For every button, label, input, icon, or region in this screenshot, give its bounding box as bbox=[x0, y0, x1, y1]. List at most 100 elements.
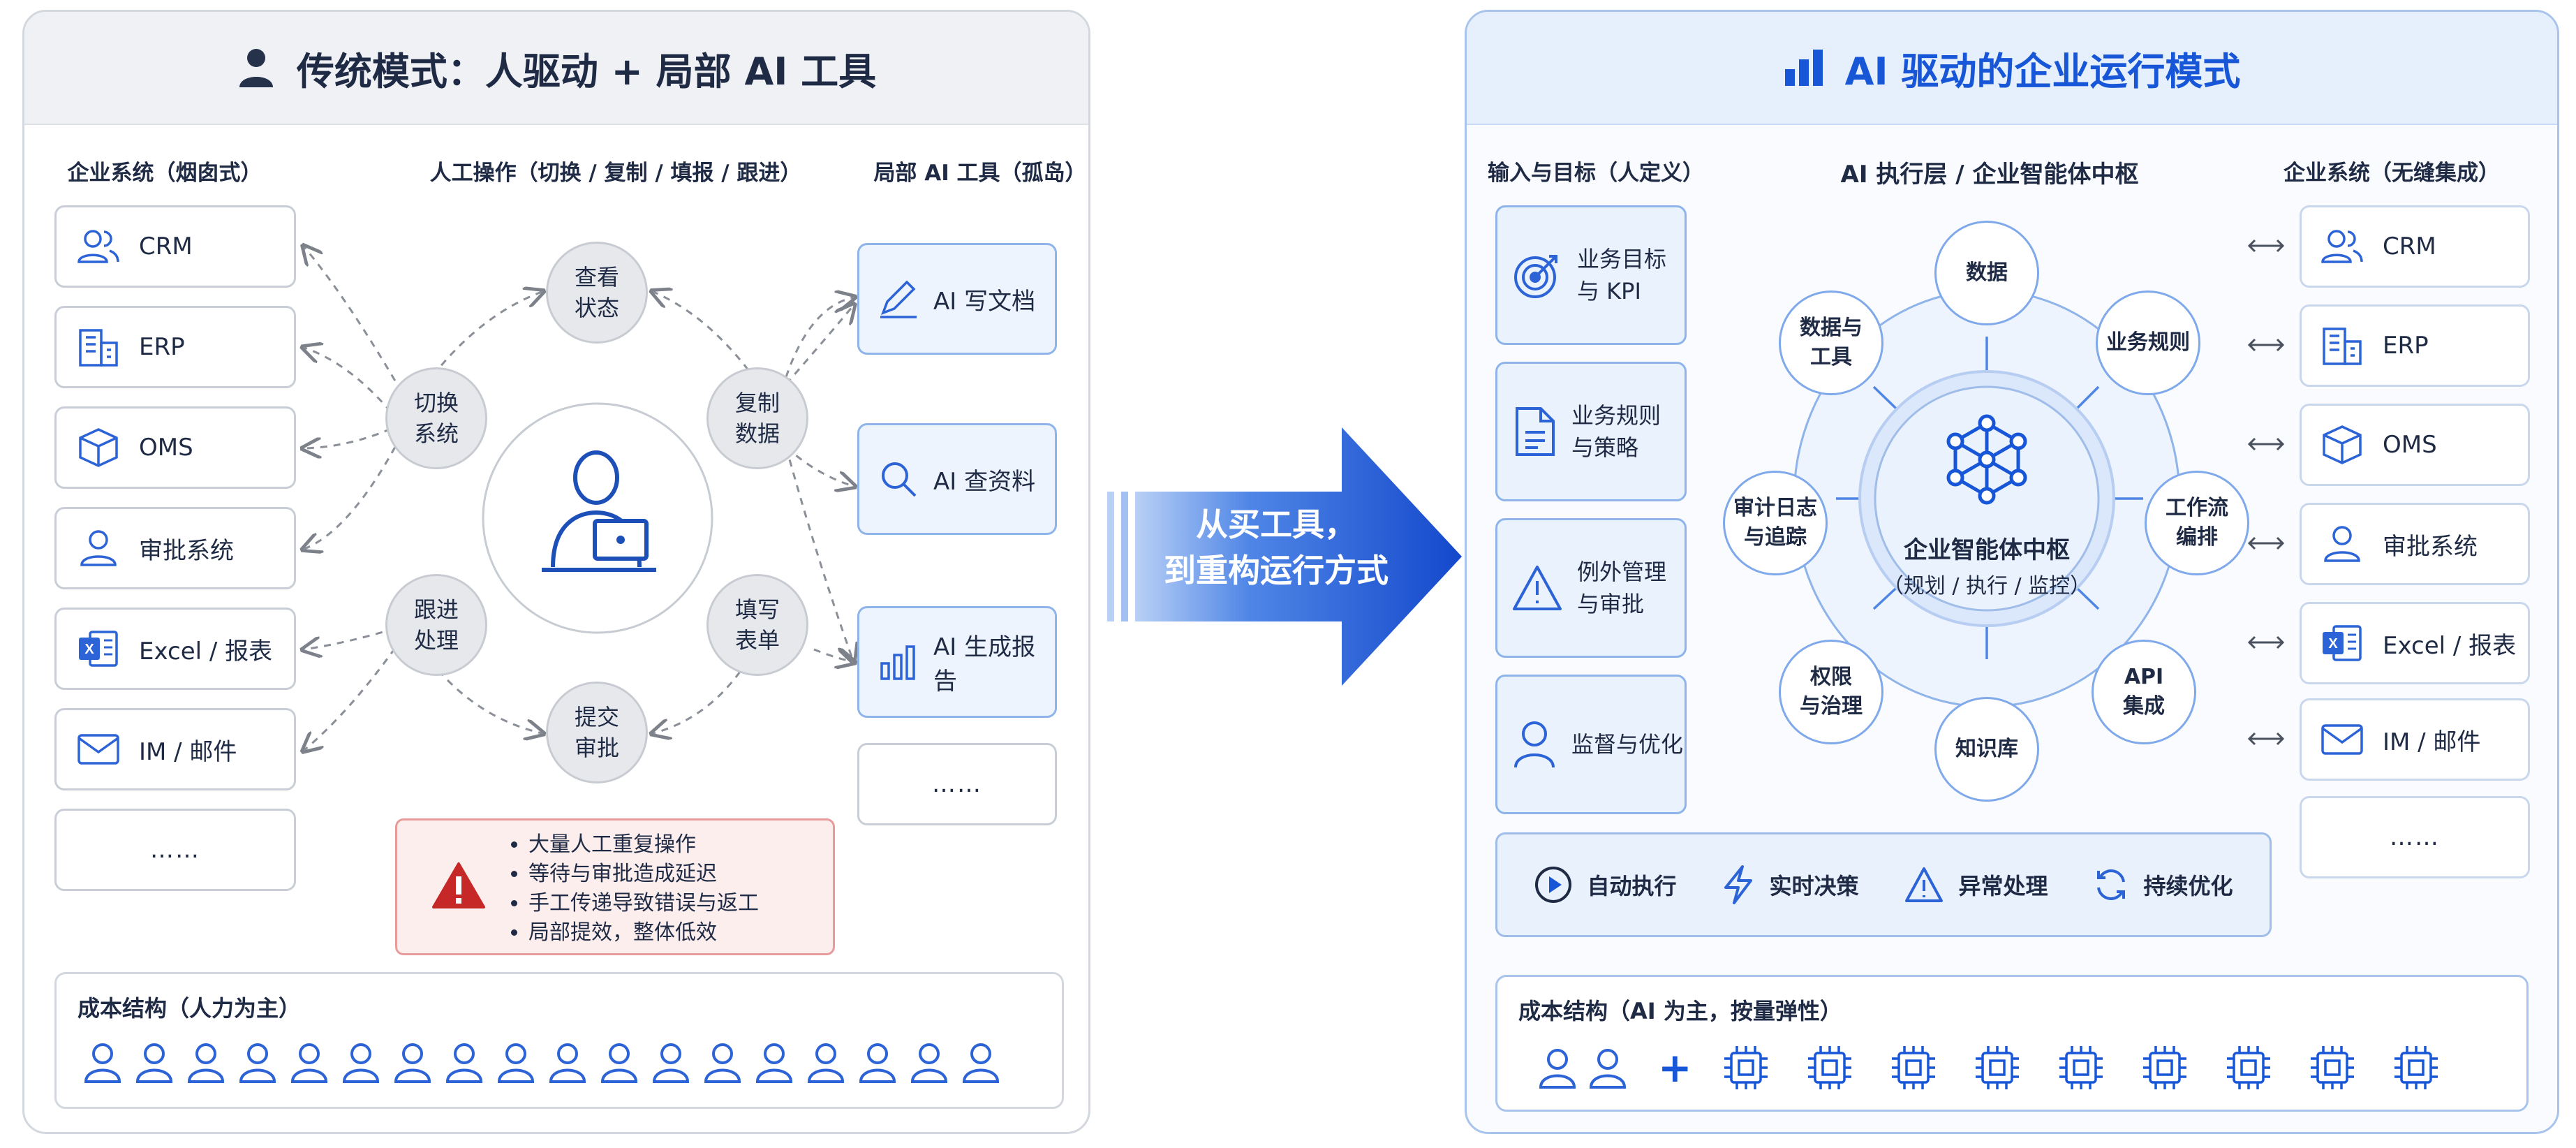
person-icon bbox=[600, 1043, 638, 1083]
op-label: 提交 审批 bbox=[574, 704, 619, 761]
tool-label: AI 写文档 bbox=[933, 287, 1036, 316]
node-label: 数据 bbox=[1966, 260, 2008, 285]
tool-card-more: …… bbox=[857, 743, 1057, 825]
node-permission-governance: 权限 与治理 bbox=[1779, 640, 1883, 744]
capabilities-bar: 自动执行 实时决策 异常处理 持续优化 bbox=[1495, 832, 2272, 937]
tool-card-search: AI 查资料 bbox=[857, 423, 1057, 535]
excel-icon: X bbox=[2323, 625, 2362, 661]
ai-layer-column-header: AI 执行层 / 企业智能体中枢 bbox=[1840, 161, 2139, 189]
problem-item: 等待与审批造成延迟 bbox=[528, 860, 759, 889]
ai-mode-header: AI 驱动的企业运行模式 bbox=[1467, 12, 2557, 125]
manual-connections bbox=[0, 0, 1117, 1148]
chip-icon bbox=[2394, 1046, 2438, 1089]
users-icon bbox=[77, 230, 119, 263]
person-icon bbox=[497, 1043, 535, 1083]
chip-icon bbox=[2142, 1046, 2186, 1089]
tool-card-report: AI 生成报告 bbox=[857, 606, 1057, 718]
traditional-mode-title: 传统模式：人驱动 + 局部 AI 工具 bbox=[296, 49, 877, 94]
system-label: OMS bbox=[2383, 431, 2437, 459]
feature-realtime-decision: 实时决策 bbox=[1722, 864, 1859, 906]
mail-icon bbox=[77, 734, 119, 765]
input-card-supervision: 监督与优化 bbox=[1495, 675, 1687, 814]
system-card-excel: X Excel / 报表 bbox=[54, 608, 296, 690]
op-label: 跟进 处理 bbox=[413, 596, 459, 654]
chip-icon bbox=[1891, 1046, 1935, 1089]
op-fill-form: 填写 表单 bbox=[706, 574, 808, 676]
node-label: 审计日志 与追踪 bbox=[1733, 496, 1817, 550]
node-api-integration: API 集成 bbox=[2092, 640, 2196, 744]
person-icon bbox=[1589, 1049, 1627, 1089]
more-ellipsis: …… bbox=[932, 770, 982, 798]
input-card-kpi: 业务目标 与 KPI bbox=[1495, 205, 1687, 345]
lightning-icon bbox=[1724, 865, 1753, 904]
manual-ops-column-header: 人工操作（切换 / 复制 / 填报 / 跟进） bbox=[429, 161, 802, 186]
system-label: CRM bbox=[2383, 233, 2436, 260]
approver-icon bbox=[2324, 526, 2360, 562]
tool-label: AI 查资料 bbox=[933, 467, 1036, 496]
integrated-system-excel: X Excel / 报表 bbox=[2300, 602, 2530, 684]
person-icon bbox=[859, 1043, 896, 1083]
feature-label: 自动执行 bbox=[1587, 873, 1677, 899]
system-card-oms: OMS bbox=[54, 406, 296, 489]
integrated-system-erp: ERP bbox=[2300, 304, 2530, 387]
integrated-system-crm: CRM bbox=[2300, 205, 2530, 288]
person-icon bbox=[239, 49, 273, 87]
excel-icon: X bbox=[79, 631, 118, 667]
traditional-cost-structure: 成本结构（人力为主） bbox=[54, 972, 1064, 1109]
system-label: OMS bbox=[139, 434, 193, 462]
node-label: 权限 与治理 bbox=[1800, 665, 1863, 719]
more-ellipsis: …… bbox=[2390, 823, 2440, 851]
person-icon bbox=[755, 1043, 793, 1083]
node-data-tools: 数据与 工具 bbox=[1779, 290, 1883, 395]
system-label: ERP bbox=[2383, 332, 2429, 360]
system-label: IM / 邮件 bbox=[139, 737, 237, 766]
node-data: 数据 bbox=[1934, 221, 2039, 325]
problems-list: 大量人工重复操作 等待与审批造成延迟 手工传递导致错误与返工 局部提效，整体低效 bbox=[509, 830, 759, 948]
ai-mode-title: AI 驱动的企业运行模式 bbox=[1844, 49, 2241, 94]
chip-icon bbox=[2226, 1046, 2270, 1089]
system-card-erp: ERP bbox=[54, 306, 296, 388]
feature-label: 持续优化 bbox=[2143, 873, 2233, 899]
person-icon bbox=[187, 1043, 225, 1083]
system-label: CRM bbox=[139, 233, 193, 260]
node-label: 业务规则 bbox=[2106, 330, 2190, 355]
feature-exception-handling: 异常处理 bbox=[1904, 866, 2048, 904]
problems-box: 大量人工重复操作 等待与审批造成延迟 手工传递导致错误与返工 局部提效，整体低效 bbox=[395, 818, 835, 955]
feature-label: 异常处理 bbox=[1958, 873, 2048, 899]
arrow-line-1: 从买工具， bbox=[1196, 506, 1356, 543]
search-icon bbox=[882, 462, 917, 497]
node-knowledge-base: 知识库 bbox=[1934, 697, 2039, 802]
node-label: 工作流 编排 bbox=[2166, 496, 2228, 550]
input-card-rules: 业务规则 与策略 bbox=[1495, 362, 1687, 501]
bidirectional-arrow-icon bbox=[2247, 338, 2285, 352]
system-label: Excel / 报表 bbox=[139, 637, 273, 665]
input-label: 业务目标 与 KPI bbox=[1577, 246, 1667, 304]
integrated-system-im: IM / 邮件 bbox=[2300, 698, 2530, 781]
system-label: IM / 邮件 bbox=[2383, 728, 2481, 756]
system-label: Excel / 报表 bbox=[2383, 631, 2517, 660]
approver-icon bbox=[80, 530, 117, 566]
more-ellipsis: …… bbox=[150, 836, 200, 864]
plus-sign: + bbox=[1658, 1044, 1692, 1091]
person-icon bbox=[549, 1043, 586, 1083]
building-icon bbox=[79, 329, 118, 367]
problem-item: 手工传递导致错误与返工 bbox=[528, 889, 759, 918]
svg-text:X: X bbox=[84, 642, 94, 657]
op-label: 查看 状态 bbox=[574, 264, 619, 321]
integrated-systems-column-header: 企业系统（无缝集成） bbox=[2283, 161, 2500, 186]
document-icon bbox=[1516, 407, 1555, 456]
node-audit-log: 审计日志 与追踪 bbox=[1723, 471, 1828, 575]
person-icon bbox=[394, 1043, 431, 1083]
input-label: 例外管理 与审批 bbox=[1577, 559, 1667, 617]
cost-structure-title: 成本结构（人力为主） bbox=[77, 995, 302, 1022]
bidirectional-arrow-icon bbox=[2247, 536, 2285, 550]
person-icon bbox=[290, 1043, 328, 1083]
system-card-im: IM / 邮件 bbox=[54, 708, 296, 790]
transformation-arrow bbox=[1107, 427, 1462, 686]
cost-mix-row: + bbox=[1538, 1044, 2439, 1091]
systems-column-header: 企业系统（烟囱式） bbox=[67, 161, 262, 186]
integrated-system-approval: 审批系统 bbox=[2300, 503, 2530, 585]
svg-text:X: X bbox=[2328, 636, 2338, 652]
integrated-system-more: …… bbox=[2300, 796, 2530, 878]
chip-group bbox=[1723, 1045, 2439, 1091]
